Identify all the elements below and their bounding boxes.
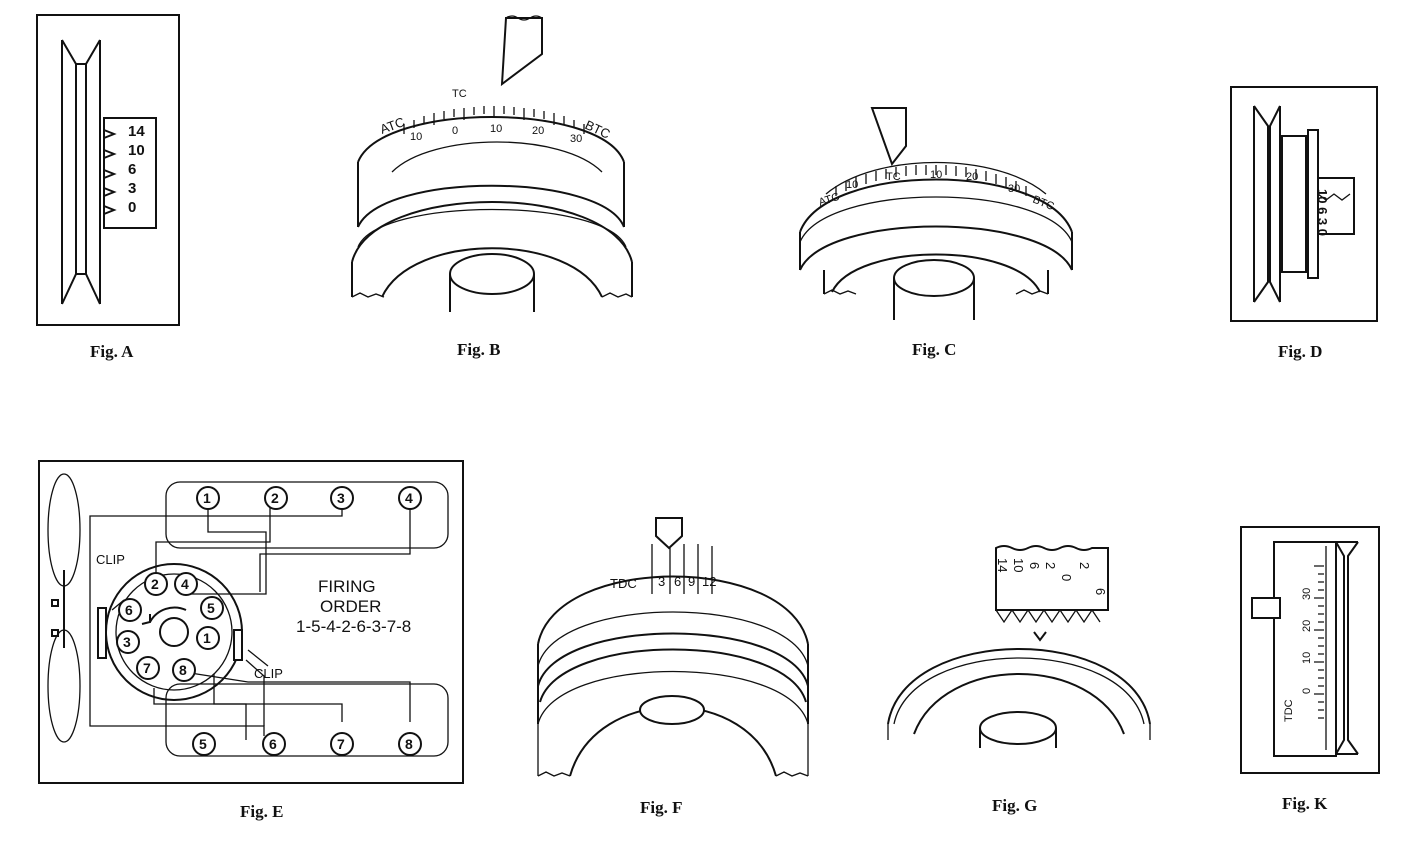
label-btc-c: BTC: [1031, 194, 1056, 213]
label-tc-b: TC: [452, 88, 467, 100]
deg-10-btc-c: 10: [930, 169, 942, 181]
deg-2-btc-g: 2: [1043, 562, 1058, 569]
deg-10-atc-b: 10: [410, 131, 422, 143]
deg-30-b: 30: [570, 133, 582, 145]
firing-order-sequence: 1-5-4-2-6-3-7-8: [296, 617, 411, 636]
scale-mark-14: 14: [128, 123, 145, 140]
scale-mark-3: 3: [128, 180, 137, 197]
deg-12-f: 12: [702, 574, 716, 589]
cyl-bottom-8: 8: [405, 736, 413, 752]
deg-3-f: 3: [658, 574, 665, 589]
deg-30-c: 30: [1008, 183, 1020, 195]
deg-10-g: 10: [1011, 558, 1026, 572]
deg-2-atc-g: 2: [1077, 562, 1092, 569]
scale-mark-6: 6: [128, 161, 137, 178]
cap-terminal-2: 2: [151, 576, 159, 592]
scale-mark-0: 0: [128, 199, 137, 216]
figure-a-drawing: [36, 14, 180, 326]
firing-order-title-2: ORDER: [320, 597, 381, 616]
cap-terminal-6: 6: [125, 602, 133, 618]
figure-k-drawing: TDC 0 10 20 30: [1240, 526, 1380, 774]
caption-fig-k: Fig. K: [1282, 794, 1328, 813]
deg-30-k: 30: [1301, 588, 1313, 600]
cyl-bottom-6: 6: [269, 736, 277, 752]
deg-10-atc-c: 10: [846, 179, 858, 191]
deg-6-atc-g: 6: [1093, 588, 1108, 595]
cyl-top-1: 1: [203, 490, 211, 506]
cyl-top-2: 2: [271, 490, 279, 506]
cap-terminal-1: 1: [203, 630, 211, 646]
firing-order-title-1: FIRING: [318, 577, 376, 596]
deg-10-btc-b: 10: [490, 123, 502, 135]
caption-fig-b: Fig. B: [457, 340, 501, 359]
cap-terminal-4: 4: [181, 576, 189, 592]
deg-9-f: 9: [688, 574, 695, 589]
figure-a: 14 10 6 3 0: [36, 14, 180, 326]
figure-k: TDC 0 10 20 30: [1240, 526, 1380, 774]
figure-f: TDC 3 6 9 12: [536, 514, 810, 778]
figure-g: 14 10 6 2 0 2 6: [884, 544, 1154, 748]
caption-fig-g: Fig. G: [992, 796, 1038, 815]
caption-fig-c: Fig. C: [912, 340, 957, 359]
deg-0-g: 0: [1059, 574, 1074, 581]
figure-g-drawing: 14 10 6 2 0 2 6: [887, 545, 1151, 748]
figure-d: 10 6 3 0: [1230, 86, 1378, 322]
deg-14-g: 14: [995, 558, 1010, 572]
deg-20-c: 20: [966, 171, 978, 183]
figure-c: ATC TC BTC 10 10 20 30: [796, 102, 1076, 320]
deg-0-k: 0: [1301, 688, 1313, 694]
figure-b-drawing: ATC TC BTC 10 0 10 20 30: [351, 15, 633, 312]
caption-fig-a: Fig. A: [90, 342, 134, 361]
caption-fig-d: Fig. D: [1278, 342, 1323, 361]
cap-terminal-8: 8: [179, 662, 187, 678]
label-tdc-f: TDC: [610, 576, 637, 591]
deg-20-k: 20: [1301, 620, 1313, 632]
label-btc-b: BTC: [583, 117, 613, 142]
label-atc-b: ATC: [378, 114, 407, 137]
figure-e-drawing: 1 2 3 4 5 6 7 8 2 4 6 5 3 1 7 8 CLIP CLI…: [38, 460, 464, 784]
timing-scale-d: 10 6 3 0: [1315, 189, 1330, 236]
timing-scale-a: 14 10 6 3 0: [128, 122, 145, 217]
caption-fig-f: Fig. F: [640, 798, 683, 817]
cyl-top-3: 3: [337, 490, 345, 506]
label-tdc-k: TDC: [1283, 699, 1295, 722]
scale-mark-10: 10: [128, 142, 145, 159]
cap-terminal-3: 3: [123, 634, 131, 650]
figure-e: 1 2 3 4 5 6 7 8 2 4 6 5 3 1 7 8 CLIP CLI…: [38, 460, 464, 784]
clip-label-left: CLIP: [96, 552, 125, 567]
deg-10-k: 10: [1301, 652, 1313, 664]
deg-20-b: 20: [532, 125, 544, 137]
cyl-bottom-7: 7: [337, 736, 345, 752]
figure-b: ATC TC BTC 10 0 10 20 30: [351, 12, 633, 312]
cap-terminal-7: 7: [143, 660, 151, 676]
deg-6-g: 6: [1027, 562, 1042, 569]
figure-c-drawing: ATC TC BTC 10 10 20 30: [799, 107, 1073, 320]
cyl-top-4: 4: [405, 490, 413, 506]
cyl-bottom-5: 5: [199, 736, 207, 752]
deg-6-f: 6: [674, 574, 681, 589]
figure-d-drawing: [1230, 86, 1378, 322]
label-atc-c: ATC: [817, 191, 841, 209]
deg-0-b: 0: [452, 125, 458, 137]
figure-f-drawing: TDC 3 6 9 12: [537, 517, 809, 777]
caption-fig-e: Fig. E: [240, 802, 284, 821]
cap-terminal-5: 5: [207, 600, 215, 616]
clip-label-right: CLIP: [254, 666, 283, 681]
label-tc-c: TC: [886, 171, 901, 183]
